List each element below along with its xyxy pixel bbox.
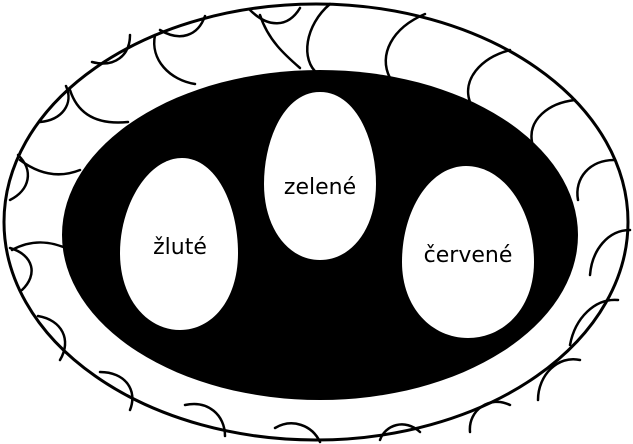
egg-label-red: červené [424,243,513,268]
egg-label-yellow: žluté [153,235,207,260]
egg-label-green: zelené [284,175,356,200]
